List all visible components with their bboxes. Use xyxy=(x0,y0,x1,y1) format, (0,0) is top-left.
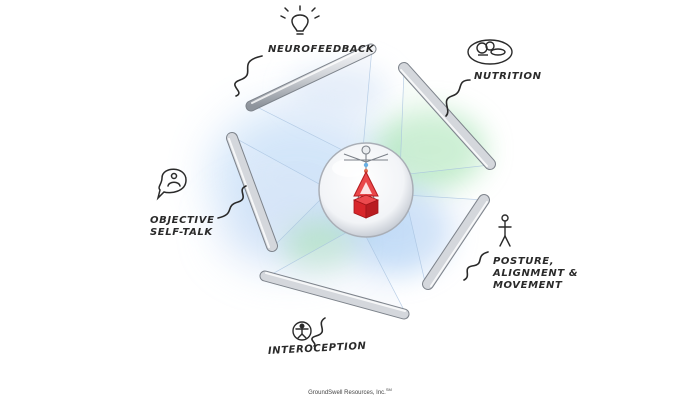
label-neurofeedback-text: Neurofeedback xyxy=(268,44,375,55)
label-posture: Posture, Alignment & Movement xyxy=(493,256,578,292)
label-nutrition: Nutrition xyxy=(474,71,542,83)
light-tube-posture xyxy=(422,194,490,290)
connector-interoception xyxy=(311,317,326,347)
connectors xyxy=(217,55,489,347)
label-nutrition-text: Nutrition xyxy=(474,71,542,82)
footer-text: GroundSwell Resources, Inc. xyxy=(308,390,386,396)
food-plate-icon xyxy=(467,39,513,65)
person-speech-icon xyxy=(156,168,187,201)
light-tube-interoception xyxy=(259,270,410,320)
copyright-footer: GroundSwell Resources, Inc.SM xyxy=(0,387,700,396)
label-neurofeedback: Neurofeedback xyxy=(268,44,374,56)
connector-neurofeedback xyxy=(234,55,263,97)
label-objective-self-talk: Objective Self-Talk xyxy=(150,215,215,239)
connector-self-talk xyxy=(217,185,247,219)
red-beacon xyxy=(352,170,380,219)
light-tube-neurofeedback xyxy=(245,43,377,112)
label-self-talk-line2: Self-Talk xyxy=(150,227,213,238)
lightbulb-icon xyxy=(280,5,320,35)
label-posture-line2: Alignment & xyxy=(493,268,579,279)
label-self-talk-line1: Objective xyxy=(150,215,215,226)
label-posture-line1: Posture, xyxy=(493,256,555,267)
connector-posture xyxy=(463,251,489,281)
label-posture-line3: Movement xyxy=(493,280,563,291)
service-mark: SM xyxy=(385,387,392,392)
stick-figure-icon xyxy=(498,214,512,247)
light-tube-self-talk xyxy=(226,132,278,252)
human-figure-icon xyxy=(292,321,312,341)
connector-nutrition xyxy=(445,79,471,117)
